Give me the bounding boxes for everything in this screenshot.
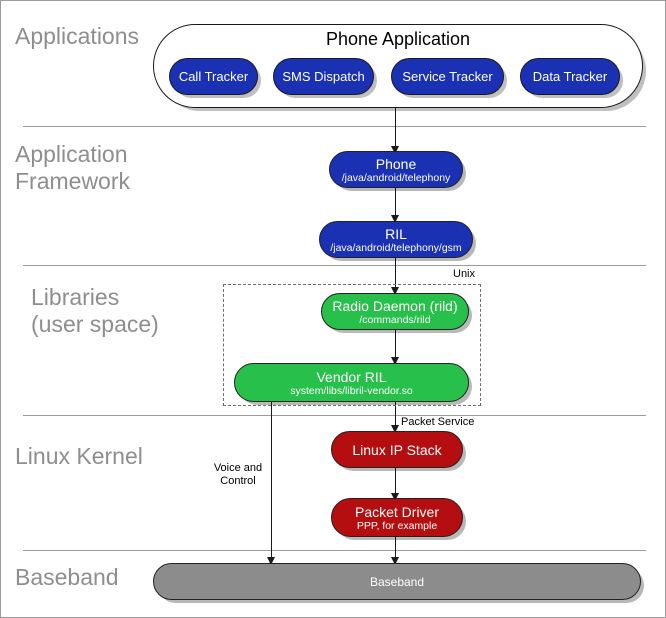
app-pill-data-tracker[interactable]: Data Tracker (520, 58, 620, 95)
connector-phoneapp-to-phone (395, 108, 397, 153)
layer-label-application-framework: Application Framework (15, 141, 131, 194)
node-packet-driver-subtitle: PPP, for example (356, 519, 438, 532)
node-vendor-ril-subtitle: system/libs/libril-vendor.so (290, 384, 413, 397)
layer-label-applications: Applications (15, 23, 140, 49)
node-vendor-ril-title: Vendor RIL (316, 368, 387, 385)
connector-linux-ip-stack-to-packet-driver (395, 467, 397, 503)
connector-radio-daemon-to-vendor-ril (395, 329, 397, 367)
layer-label-baseband: Baseband (15, 564, 119, 590)
node-phone-title: Phone (375, 155, 417, 172)
node-linux-ip-stack-title: Linux IP Stack (352, 441, 442, 458)
connector-packet-driver-to-baseband (395, 536, 397, 566)
connector-vendor-ril-to-baseband-voice (271, 401, 273, 566)
divider-framework-libraries (23, 265, 646, 266)
arrowhead-baseband-packet (391, 557, 399, 565)
node-ril-title: RIL (385, 225, 407, 242)
node-ril[interactable]: RIL /java/android/telephony/gsm (319, 221, 473, 258)
unix-group-label: Unix (453, 268, 476, 280)
node-packet-driver[interactable]: Packet Driver PPP, for example (331, 498, 463, 537)
connector-phone-to-ril (395, 187, 397, 223)
arrowhead-ril (391, 215, 399, 223)
unix-group-box (223, 284, 481, 406)
node-radio-daemon[interactable]: Radio Daemon (rild) /commands/rild (321, 293, 469, 330)
connector-vendor-ril-to-linux-ip-stack (395, 401, 397, 435)
node-packet-driver-title: Packet Driver (354, 503, 440, 520)
edge-label-packet-service: Packet Service (401, 416, 475, 428)
app-pill-call-tracker[interactable]: Call Tracker (169, 58, 258, 95)
app-pill-sms-dispatch[interactable]: SMS Dispatch (273, 58, 374, 95)
edge-label-voice-and-control: Voice and Control (213, 462, 263, 487)
divider-kernel-baseband (23, 550, 646, 551)
divider-libraries-kernel (23, 415, 646, 416)
node-vendor-ril[interactable]: Vendor RIL system/libs/libril-vendor.so (234, 363, 469, 402)
node-radio-daemon-title: Radio Daemon (rild) (332, 297, 458, 314)
connector-ril-to-radio-daemon (395, 257, 397, 295)
arrowhead-baseband-voice (267, 557, 275, 565)
node-linux-ip-stack[interactable]: Linux IP Stack (331, 431, 463, 468)
phone-application-title: Phone Application (325, 29, 471, 49)
node-ril-subtitle: /java/android/telephony/gsm (330, 241, 462, 254)
node-baseband-title: Baseband (369, 574, 425, 589)
arrowhead-linux-ip-stack (391, 425, 399, 433)
layer-label-libraries: Libraries (user space) (31, 284, 159, 337)
arrowhead-radio-daemon (391, 287, 399, 295)
node-phone[interactable]: Phone /java/android/telephony (329, 151, 463, 188)
arrowhead-vendor-ril (391, 357, 399, 365)
divider-applications-framework (23, 126, 646, 127)
layer-label-linux-kernel: Linux Kernel (15, 443, 143, 469)
arrowhead-phone (391, 146, 399, 154)
node-radio-daemon-subtitle: /commands/rild (359, 313, 431, 326)
arrowhead-packet-driver (391, 493, 399, 501)
node-phone-subtitle: /java/android/telephony (341, 171, 451, 184)
app-pill-service-tracker[interactable]: Service Tracker (391, 58, 504, 95)
node-baseband[interactable]: Baseband (153, 563, 641, 600)
